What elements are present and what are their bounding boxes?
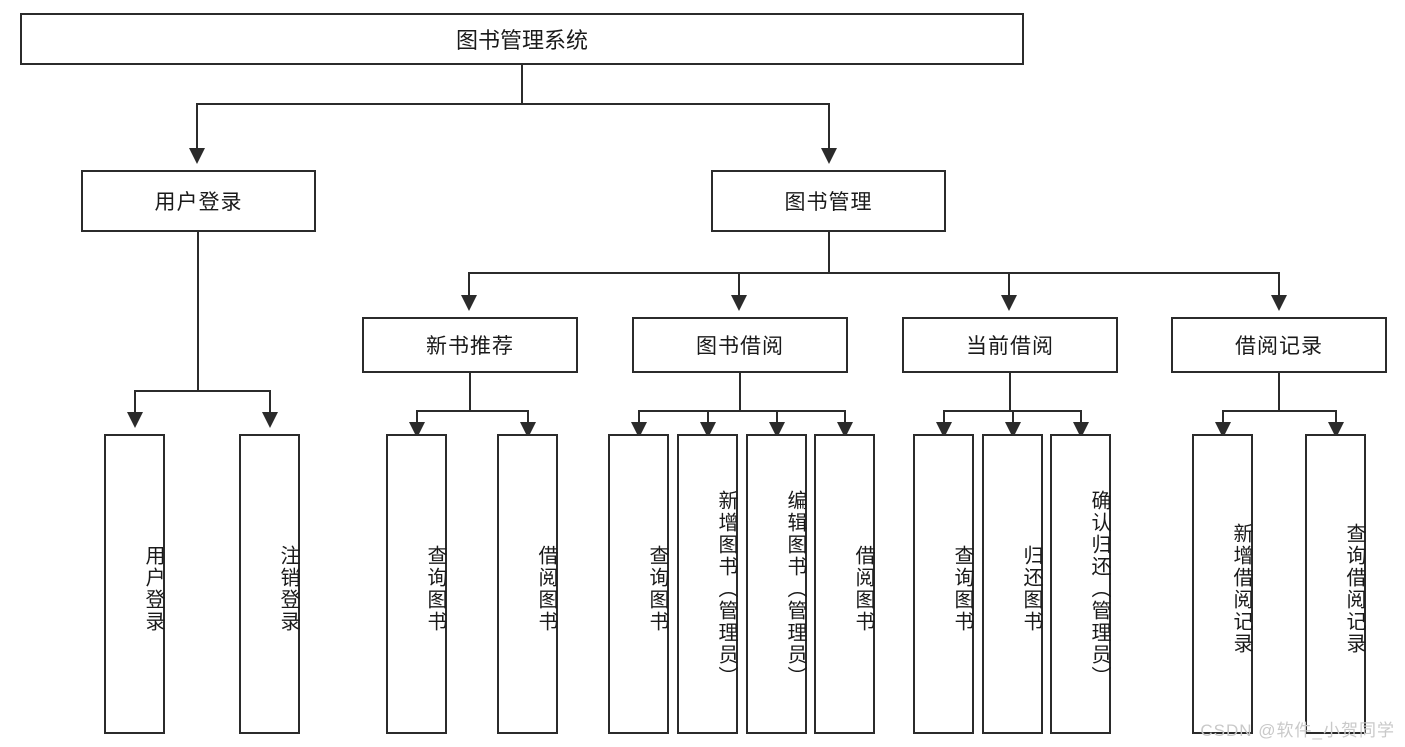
node-label: 注销登录 [277, 545, 299, 633]
leaf-confirm-return-admin[interactable]: 确认归还（管理员） [1050, 434, 1111, 734]
connector-bookmgmt-stem [828, 232, 830, 272]
connector-record-l2 [1335, 410, 1337, 422]
node-label: 图书借阅 [696, 335, 784, 358]
node-label: 查询图书 [424, 545, 446, 633]
leaf-query-borrow-record[interactable]: 查询借阅记录 [1305, 434, 1366, 734]
node-label: 新书推荐 [426, 335, 514, 358]
leaf-edit-book-admin[interactable]: 编辑图书（管理员） [746, 434, 807, 734]
connector-borrow-l1 [638, 410, 640, 422]
leaf-return-book[interactable]: 归还图书 [982, 434, 1043, 734]
connector-current-l1 [943, 410, 945, 422]
leaf-borrow-book-recommend[interactable]: 借阅图书 [497, 434, 558, 734]
node-label: 用户登录 [154, 191, 243, 214]
connector-borrow-l4 [844, 410, 846, 422]
connector-bookmgmt-c3 [1008, 272, 1010, 295]
connector-recommend-l2 [527, 410, 529, 422]
connector-login-stem [197, 232, 199, 390]
node-label: 编辑图书（管理员） [784, 490, 806, 688]
watermark-text: CSDN @软件_小贺同学 [1200, 721, 1395, 740]
node-label: 借阅图书 [852, 545, 874, 633]
node-borrow-record[interactable]: 借阅记录 [1171, 317, 1387, 373]
leaf-borrow-book[interactable]: 借阅图书 [814, 434, 875, 734]
connector-root-to-login [196, 103, 198, 148]
leaf-logout[interactable]: 注销登录 [239, 434, 300, 734]
arrow-login-leaf1 [127, 412, 143, 428]
connector-current-l2 [1012, 410, 1014, 422]
node-label: 借阅图书 [535, 545, 557, 633]
node-user-login[interactable]: 用户登录 [81, 170, 316, 232]
leaf-add-borrow-record[interactable]: 新增借阅记录 [1192, 434, 1253, 734]
arrow-bookmgmt-c3 [1001, 295, 1017, 311]
arrow-root-to-bookmgmt [821, 148, 837, 164]
node-label: 当前借阅 [966, 335, 1054, 358]
arrow-root-to-login [189, 148, 205, 164]
node-label: 用户登录 [142, 545, 164, 633]
node-label: 归还图书 [1020, 545, 1042, 633]
node-label: 新增图书（管理员） [715, 490, 737, 688]
node-book-management[interactable]: 图书管理 [711, 170, 946, 232]
node-label: 借阅记录 [1235, 335, 1323, 358]
connector-borrow-l3 [776, 410, 778, 422]
connector-borrow-bar [638, 410, 845, 412]
node-label: 查询图书 [646, 545, 668, 633]
connector-bookmgmt-c2 [738, 272, 740, 295]
connector-root-stem [521, 65, 523, 103]
connector-current-stem [1009, 373, 1011, 410]
node-label: 新增借阅记录 [1230, 523, 1252, 655]
connector-borrow-l2 [707, 410, 709, 422]
node-label: 确认归还（管理员） [1088, 490, 1110, 688]
connector-recommend-l1 [416, 410, 418, 422]
arrow-bookmgmt-c1 [461, 295, 477, 311]
connector-bookmgmt-c1 [468, 272, 470, 295]
leaf-user-login[interactable]: 用户登录 [104, 434, 165, 734]
connector-login-bar [134, 390, 270, 392]
connector-root-bar [196, 103, 829, 105]
connector-borrow-stem [739, 373, 741, 410]
node-label: 图书管理 [784, 191, 873, 214]
leaf-query-book-current[interactable]: 查询图书 [913, 434, 974, 734]
node-current-borrow[interactable]: 当前借阅 [902, 317, 1118, 373]
connector-root-to-bookmgmt [828, 103, 830, 148]
connector-current-l3 [1080, 410, 1082, 422]
node-root-system[interactable]: 图书管理系统 [20, 13, 1024, 65]
arrow-bookmgmt-c4 [1271, 295, 1287, 311]
connector-record-stem [1278, 373, 1280, 410]
node-new-book-recommend[interactable]: 新书推荐 [362, 317, 578, 373]
arrow-bookmgmt-c2 [731, 295, 747, 311]
node-label: 图书管理系统 [455, 28, 588, 53]
node-book-borrow[interactable]: 图书借阅 [632, 317, 848, 373]
leaf-query-book-recommend[interactable]: 查询图书 [386, 434, 447, 734]
leaf-query-book-borrow[interactable]: 查询图书 [608, 434, 669, 734]
connector-login-leaf1 [134, 390, 136, 412]
connector-record-bar [1222, 410, 1336, 412]
leaf-add-book-admin[interactable]: 新增图书（管理员） [677, 434, 738, 734]
arrow-login-leaf2 [262, 412, 278, 428]
connector-bookmgmt-c4 [1278, 272, 1280, 295]
node-label: 查询借阅记录 [1343, 523, 1365, 655]
node-label: 查询图书 [951, 545, 973, 633]
connector-login-leaf2 [269, 390, 271, 412]
connector-bookmgmt-bar [468, 272, 1280, 274]
connector-recommend-stem [469, 373, 471, 410]
connector-recommend-bar [416, 410, 528, 412]
connector-record-l1 [1222, 410, 1224, 422]
